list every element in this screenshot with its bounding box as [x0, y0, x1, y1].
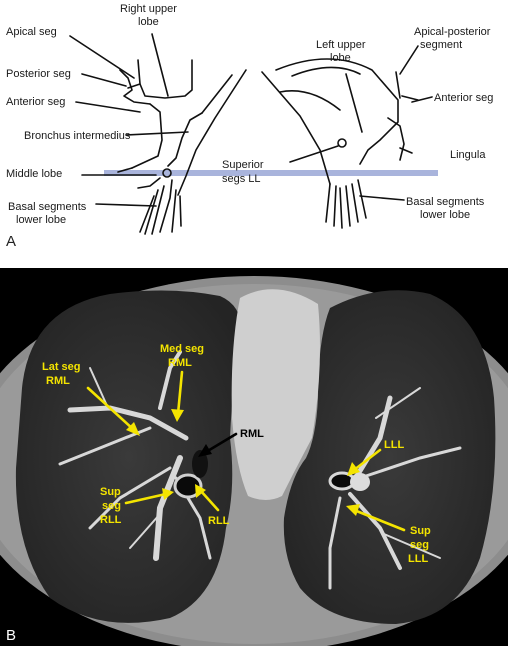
- label-lat-seg-rml-2: RML: [46, 375, 70, 387]
- ct-arrows: [86, 370, 406, 532]
- label-right-upper-lobe-1: Right upper: [120, 3, 177, 15]
- panel-letter-a: A: [6, 233, 16, 250]
- label-left-upper-lobe-1: Left upper: [316, 39, 366, 51]
- label-bronchus-intermedius: Bronchus intermedius: [24, 130, 131, 142]
- panel-letter-b: B: [6, 627, 16, 644]
- label-sup-seg-lll-1: Sup: [410, 525, 431, 537]
- mediastinum: [231, 289, 320, 500]
- label-apical-seg: Apical seg: [6, 26, 57, 38]
- label-middle-lobe: Middle lobe: [6, 168, 62, 180]
- left-lung: [283, 290, 496, 624]
- label-superior-segs-ll-1: Superior: [222, 159, 264, 171]
- label-basal-segments-right-2: lower lobe: [16, 214, 66, 226]
- label-posterior-seg: Posterior seg: [6, 68, 71, 80]
- label-lingula: Lingula: [450, 149, 486, 161]
- ct-labels: Lat seg RML Med seg RML RML Sup seg RLL …: [6, 343, 431, 644]
- label-sup-seg-lll-3: LLL: [408, 553, 428, 565]
- right-lung: [15, 290, 242, 623]
- label-rll: RLL: [208, 515, 230, 527]
- diagram-labels: Right upper lobe Apical seg Posterior se…: [6, 3, 493, 250]
- label-left-upper-lobe-2: lobe: [330, 52, 351, 64]
- label-med-seg-rml-2: RML: [168, 357, 192, 369]
- label-sup-seg-rll-3: RLL: [100, 514, 122, 526]
- label-basal-segments-right-1: Basal segments: [8, 201, 87, 213]
- label-basal-segments-left-1: Basal segments: [406, 196, 485, 208]
- label-right-upper-lobe-2: lobe: [138, 16, 159, 28]
- leader-lines: [69, 33, 433, 207]
- right-bronchus-lumen: [173, 473, 203, 499]
- label-sup-seg-lll-2: seg: [410, 539, 429, 551]
- left-hilum-vessels: [328, 387, 462, 590]
- label-med-seg-rml-1: Med seg: [160, 343, 204, 355]
- panel-b-ct-image: Lat seg RML Med seg RML RML Sup seg RLL …: [0, 268, 508, 646]
- panel-a-bronchial-diagram: Right upper lobe Apical seg Posterior se…: [0, 0, 508, 268]
- label-apical-posterior-segment-1: Apical-posterior: [414, 26, 491, 38]
- label-sup-seg-rll-2: seg: [102, 500, 121, 512]
- label-rml: RML: [240, 428, 264, 440]
- label-basal-segments-left-2: lower lobe: [420, 209, 470, 221]
- label-anterior-seg-right: Anterior seg: [6, 96, 65, 108]
- label-lll: LLL: [384, 439, 404, 451]
- ct-axial-slice: Lat seg RML Med seg RML RML Sup seg RLL …: [0, 276, 508, 646]
- right-hilum-vessels: [58, 350, 212, 561]
- right-bronchial-tree: [117, 59, 247, 235]
- left-pulmonary-artery: [350, 473, 370, 491]
- label-lat-seg-rml-1: Lat seg: [42, 361, 81, 373]
- axial-plane-line: [104, 170, 438, 176]
- rml-bronchus: [192, 450, 208, 478]
- bronchial-tree-diagram: Right upper lobe Apical seg Posterior se…: [6, 3, 493, 250]
- label-apical-posterior-segment-2: segment: [420, 39, 462, 51]
- label-sup-seg-rll-1: Sup: [100, 486, 121, 498]
- label-anterior-seg-left: Anterior seg: [434, 92, 493, 104]
- label-superior-segs-ll-2: segs LL: [222, 173, 261, 185]
- left-bronchial-tree: [261, 58, 419, 229]
